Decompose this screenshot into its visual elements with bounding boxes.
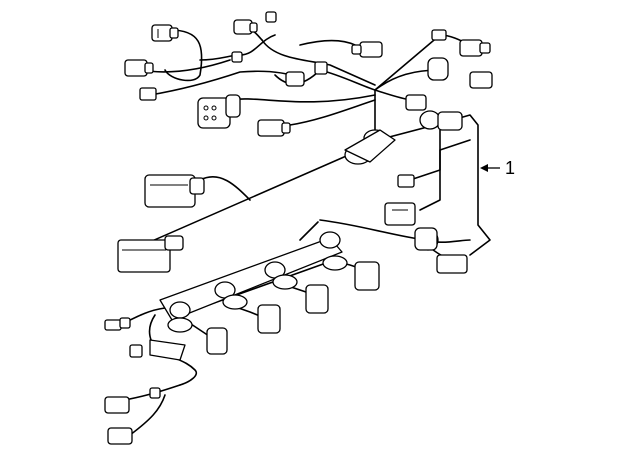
connectors — [104, 11, 493, 445]
connector-top-left — [151, 24, 179, 42]
connector-left-1 — [124, 59, 154, 77]
connector-top-3 — [265, 11, 277, 23]
connector-right-round — [414, 110, 463, 251]
junction-grommet — [344, 129, 396, 165]
callout-1: 1 — [480, 158, 515, 178]
connector-right-top-2 — [427, 57, 493, 89]
connector-right-1 — [397, 174, 415, 188]
connector-mid-3 — [405, 94, 427, 111]
connector-round-socket — [197, 94, 241, 129]
injector-connector-3 — [272, 274, 329, 314]
connector-top-4 — [351, 41, 383, 58]
connector-top-right — [431, 29, 491, 57]
connector-big-left — [144, 174, 205, 208]
injector-connector-1 — [167, 317, 228, 355]
connector-left-2 — [139, 87, 157, 101]
connector-lower-left-2 — [104, 387, 161, 414]
injector-connector-4 — [322, 255, 380, 291]
connector-right-2 — [384, 202, 416, 226]
connector-top-2 — [233, 19, 258, 35]
connector-lower-left-clip — [129, 339, 186, 361]
injector-connector-2 — [222, 294, 281, 334]
callout-number: 1 — [505, 158, 515, 178]
callout-arrowhead — [480, 164, 488, 172]
connector-mid-1 — [231, 51, 328, 87]
connector-lower-left-3 — [107, 427, 133, 445]
connector-right-bottom — [436, 254, 468, 274]
connector-mid-2 — [257, 119, 291, 137]
connector-lower-left-1 — [104, 317, 131, 331]
relay-box — [117, 235, 184, 273]
